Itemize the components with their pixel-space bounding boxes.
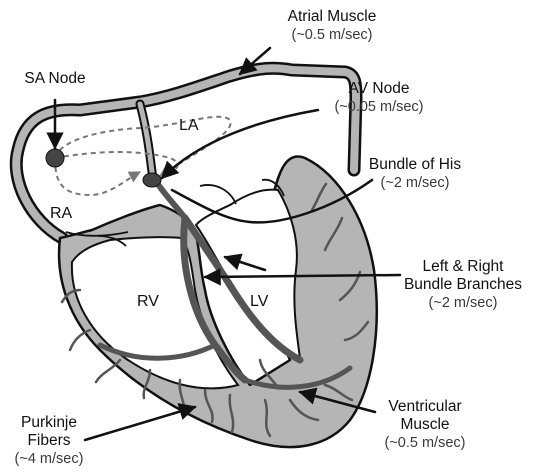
av-node-dot (143, 173, 161, 187)
bundle-of-his-speed: (~2 m/sec) (350, 174, 480, 192)
label-la: LA (179, 117, 199, 135)
label-av-node: AV Node (~0.05 m/sec) (314, 80, 444, 116)
atrial-muscle-speed: (~0.5 m/sec) (262, 26, 402, 44)
ventricular-muscle-line1: Ventricular (362, 398, 488, 416)
purkinje-fibers-speed: (~4 m/sec) (4, 450, 94, 468)
purkinje-fibers-line2: Fibers (4, 432, 94, 450)
atrial-septum (140, 104, 153, 180)
ventricular-muscle-line2: Muscle (362, 416, 488, 434)
purkinje-fibers-leader (85, 407, 195, 440)
bundle-branches-line1: Left & Right (390, 258, 536, 276)
sa-node-dot (46, 149, 64, 167)
label-sa-node: SA Node (10, 70, 100, 88)
atrial-muscle-name: Atrial Muscle (262, 8, 402, 26)
sa-node-name: SA Node (10, 70, 100, 88)
label-atrial-muscle: Atrial Muscle (~0.5 m/sec) (262, 8, 402, 44)
label-lv: LV (250, 293, 268, 311)
bundle-of-his-name: Bundle of His (350, 156, 480, 174)
bundle-branches-speed: (~2 m/sec) (390, 294, 536, 312)
av-node-name: AV Node (314, 80, 444, 98)
label-rv: RV (137, 293, 159, 311)
label-bundle-branches: Left & Right Bundle Branches (~2 m/sec) (390, 258, 536, 312)
purkinje-fibers-line1: Purkinje (4, 414, 94, 432)
label-ventricular-muscle: Ventricular Muscle (~0.5 m/sec) (362, 398, 488, 452)
label-purkinje-fibers: Purkinje Fibers (~4 m/sec) (4, 414, 94, 468)
ventricular-muscle-speed: (~0.5 m/sec) (362, 434, 488, 452)
label-ra: RA (50, 205, 72, 223)
bundle-branches-line2: Bundle Branches (390, 276, 536, 294)
label-bundle-of-his: Bundle of His (~2 m/sec) (350, 156, 480, 192)
av-node-speed: (~0.05 m/sec) (314, 98, 444, 116)
